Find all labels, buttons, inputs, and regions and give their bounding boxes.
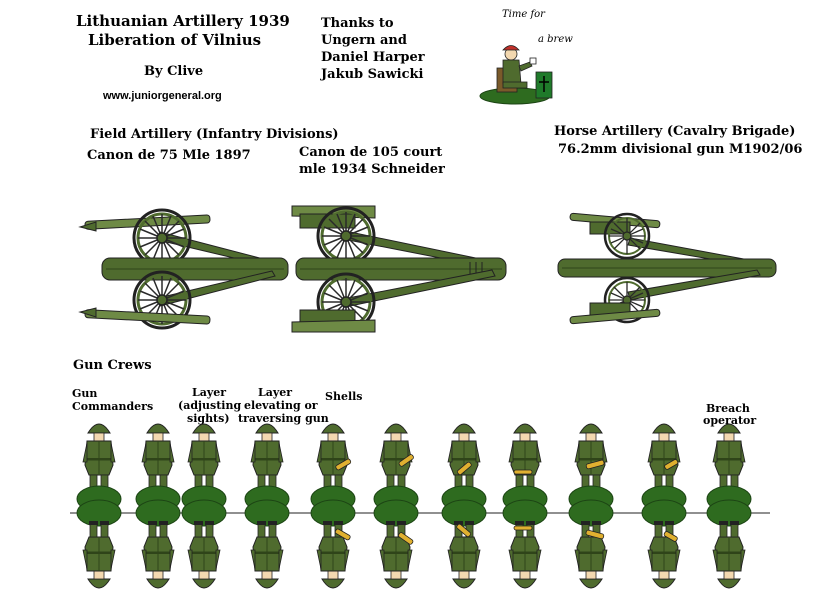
website-link[interactable]: www.juniorgeneral.org	[103, 90, 222, 102]
author-credit: By Clive	[144, 64, 204, 79]
title-line-1: Lithuanian Artillery 1939	[76, 12, 290, 30]
commanders-label-1: Gun	[72, 387, 98, 400]
layer1-label-2: (adjusting	[178, 399, 242, 412]
gun-crews-heading: Gun Crews	[73, 358, 152, 373]
crew-figure	[77, 424, 121, 588]
layer2-label-1: Layer	[258, 386, 293, 399]
thanks-line-2: Ungern and	[321, 33, 407, 48]
thanks-line-1: Thanks to	[321, 16, 394, 31]
horse-artillery-heading: Horse Artillery (Cavalry Brigade)	[554, 124, 796, 139]
layer1-label-1: Layer	[192, 386, 227, 399]
crew-figure	[245, 424, 289, 588]
canon105-label-2: mle 1934 Schneider	[299, 162, 445, 177]
crew-figure	[569, 424, 613, 588]
crew-figure	[374, 424, 418, 588]
crew-figure	[182, 424, 226, 588]
thanks-line-4: Jakub Sawicki	[321, 67, 424, 82]
crew-figure	[503, 424, 547, 588]
brew-mascot-icon	[479, 45, 553, 105]
crew-figure	[442, 424, 486, 588]
breach-label-2: operator	[703, 414, 757, 427]
gun76-model-icon	[557, 212, 777, 325]
thanks-line-3: Daniel Harper	[321, 50, 425, 65]
commanders-label-2: Commanders	[72, 400, 154, 413]
canon105-model-icon	[291, 205, 507, 333]
badge-text-1: Time for	[502, 9, 545, 20]
canon75-model-icon	[78, 208, 289, 330]
layer1-label-3: sights)	[187, 412, 230, 425]
canon75-label: Canon de 75 Mle 1897	[87, 148, 251, 163]
breach-label-1: Breach	[706, 402, 750, 415]
crew-figure	[642, 424, 686, 588]
crew-figure	[707, 424, 751, 588]
badge-text-2: a brew	[538, 34, 573, 45]
field-artillery-heading: Field Artillery (Infantry Divisions)	[90, 127, 339, 142]
shell-icons	[334, 454, 679, 545]
gun76-label: 76.2mm divisional gun M1902/06	[558, 142, 803, 157]
layer2-label-2: elevating or	[244, 399, 318, 412]
crew-figure	[136, 424, 180, 588]
layer2-label-3: traversing gun	[238, 412, 329, 425]
shells-label: Shells	[325, 390, 363, 403]
canon105-label-1: Canon de 105 court	[299, 145, 443, 160]
title-line-2: Liberation of Vilnius	[88, 31, 262, 49]
crew-figure	[311, 424, 355, 588]
